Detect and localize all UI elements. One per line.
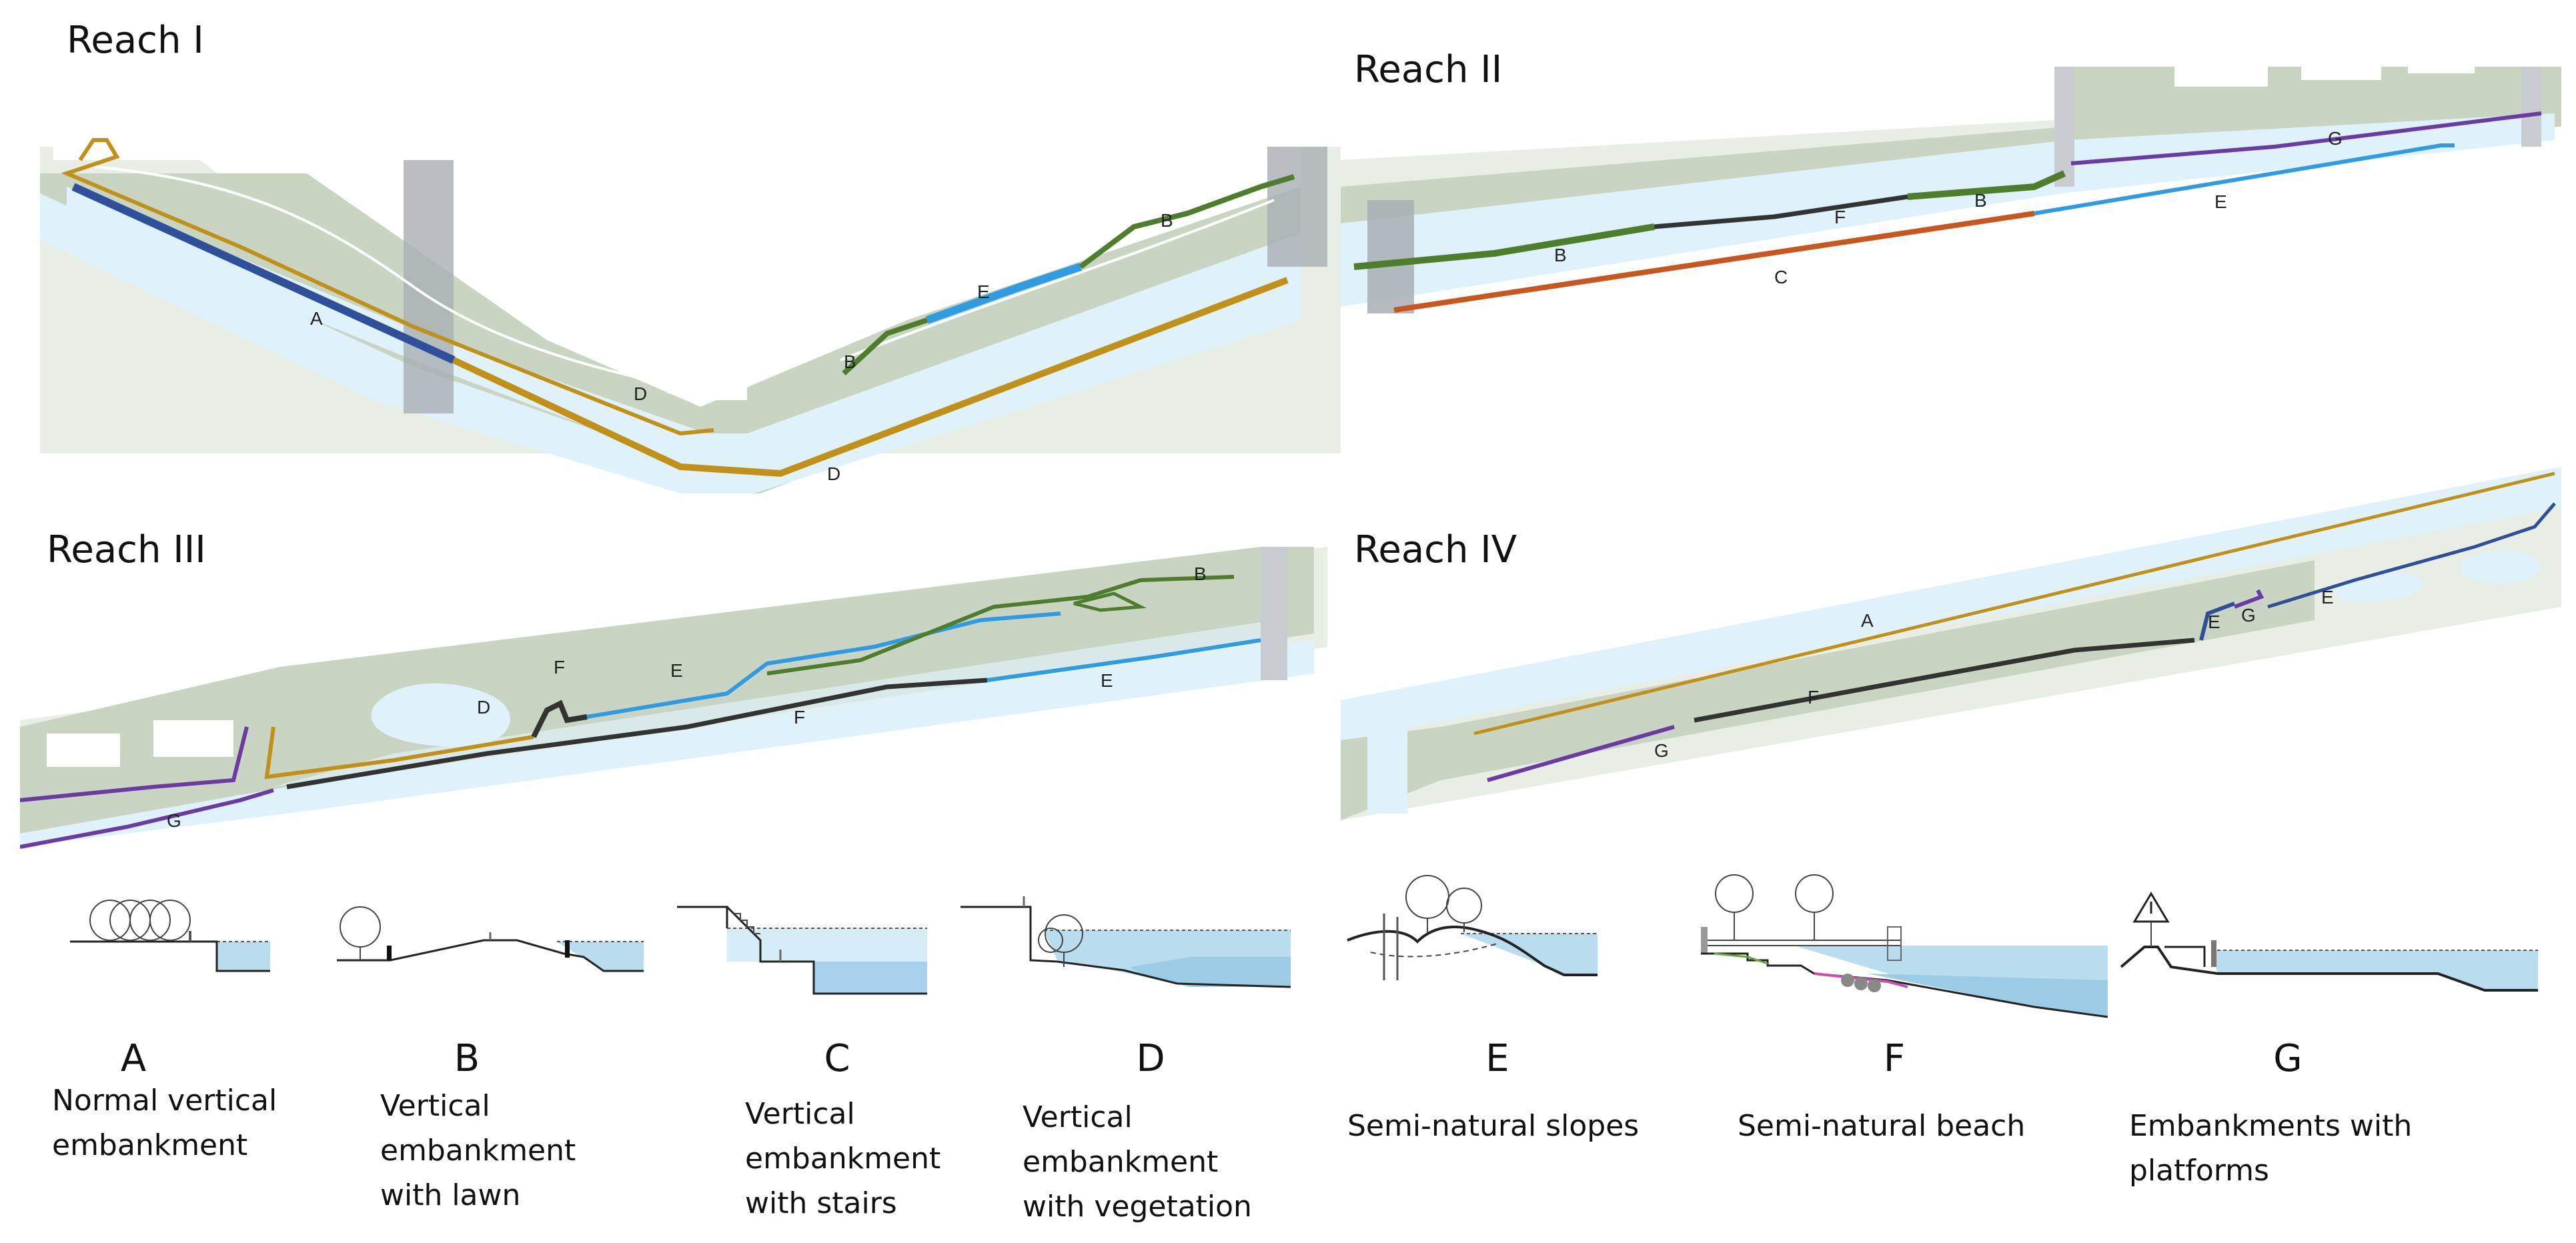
reach-2-label-c: C	[1774, 267, 1788, 287]
legend-desc-c-line-3: with stairs	[745, 1186, 897, 1220]
legend-letter-g: G	[2273, 1037, 2303, 1080]
legend-letter-d: D	[1136, 1037, 1165, 1080]
legend-desc-g-line-1: Embankments with	[2129, 1109, 2413, 1143]
legend-desc-b-line-2: embankment	[380, 1134, 576, 1168]
legend-desc-c-line-2: embankment	[745, 1142, 941, 1176]
reach-1-label-d1: D	[634, 383, 647, 404]
reach-2-label-f: F	[1834, 207, 1846, 227]
reach-2-title: Reach II	[1354, 48, 1503, 91]
legend-desc-a-line-2: embankment	[52, 1128, 248, 1162]
legend-letter-f: F	[1883, 1037, 1906, 1080]
reach-4-title: Reach IV	[1354, 528, 1517, 571]
reach-3-title: Reach III	[47, 528, 206, 571]
legend-desc-d: Vertical embankment with vegetation	[1023, 1095, 1252, 1229]
reach-2-label-e: E	[2214, 191, 2227, 212]
legend-desc-f: Semi-natural beach	[1738, 1104, 2025, 1148]
reach-3-label-b: B	[1194, 563, 1207, 584]
legend-letter-e: E	[1485, 1037, 1509, 1080]
reach-3-label-g: G	[167, 810, 181, 831]
reach-1-label-e: E	[977, 281, 990, 302]
section-g-diagram	[2118, 880, 2545, 1000]
legend-desc-g: Embankments with platforms	[2129, 1104, 2412, 1193]
section-e-diagram	[1344, 867, 1611, 987]
reach-1-label-b2: B	[1161, 210, 1173, 231]
legend-desc-a: Normal vertical embankment	[52, 1078, 277, 1168]
reach-1-title: Reach I	[67, 19, 204, 62]
legend-desc-e: Semi-natural slopes	[1347, 1104, 1639, 1148]
legend-desc-f-line-1: Semi-natural beach	[1738, 1109, 2026, 1143]
reach-2-label-b1: B	[1554, 245, 1567, 265]
section-b-diagram	[330, 887, 650, 987]
legend-desc-d-line-1: Vertical	[1023, 1100, 1133, 1134]
section-f-diagram	[1688, 867, 2114, 1020]
legend-desc-b-line-1: Vertical	[380, 1089, 490, 1123]
legend-desc-d-line-3: with vegetation	[1023, 1190, 1252, 1224]
reach-1-label-d2: D	[827, 463, 840, 484]
reach-3-label-e2: E	[1101, 670, 1113, 691]
legend-desc-e-line-1: Semi-natural slopes	[1347, 1109, 1640, 1143]
legend-desc-c: Vertical embankment with stairs	[745, 1092, 940, 1226]
legend-desc-c-line-1: Vertical	[745, 1097, 855, 1131]
legend-desc-g-line-2: platforms	[2129, 1154, 2269, 1188]
reach-4-label-a: A	[1861, 610, 1874, 631]
reach-4-label-g1: G	[2241, 605, 2256, 626]
reach-3-label-f2: F	[794, 707, 805, 728]
legend-letter-a: A	[120, 1037, 147, 1080]
legend-letter-b: B	[454, 1037, 480, 1080]
reach-4-map: A E G E F G	[1341, 447, 2561, 820]
reach-1-map: A B E B D D	[40, 120, 1341, 520]
legend-desc-b: Vertical embankment with lawn	[380, 1084, 576, 1218]
legend-desc-d-line-2: embankment	[1023, 1145, 1219, 1179]
reach-2-label-g: G	[2328, 128, 2343, 149]
section-d-diagram	[957, 880, 1304, 1000]
reach-2-map: B F B C E G	[1341, 27, 2561, 333]
legend-desc-a-line-1: Normal vertical	[52, 1084, 277, 1118]
reach-3-label-e1: E	[670, 660, 683, 681]
reach-3-label-f1: F	[554, 657, 565, 678]
reach-4-label-g2: G	[1654, 740, 1669, 761]
reach-4-label-e2: E	[2321, 587, 2334, 607]
section-a-diagram	[63, 887, 283, 987]
reach-1-label-a: A	[310, 308, 323, 329]
reach-3-map: B E F D E F G	[20, 533, 1327, 860]
section-c-diagram	[674, 900, 940, 1000]
legend-letter-c: C	[824, 1037, 850, 1080]
reach-1-label-b1: B	[844, 351, 856, 372]
reach-4-label-f: F	[1808, 687, 1819, 708]
reach-4-label-e1: E	[2208, 611, 2220, 632]
reach-3-label-d: D	[477, 697, 490, 718]
reach-2-label-b2: B	[1974, 190, 1987, 211]
legend-desc-b-line-3: with lawn	[380, 1178, 521, 1212]
